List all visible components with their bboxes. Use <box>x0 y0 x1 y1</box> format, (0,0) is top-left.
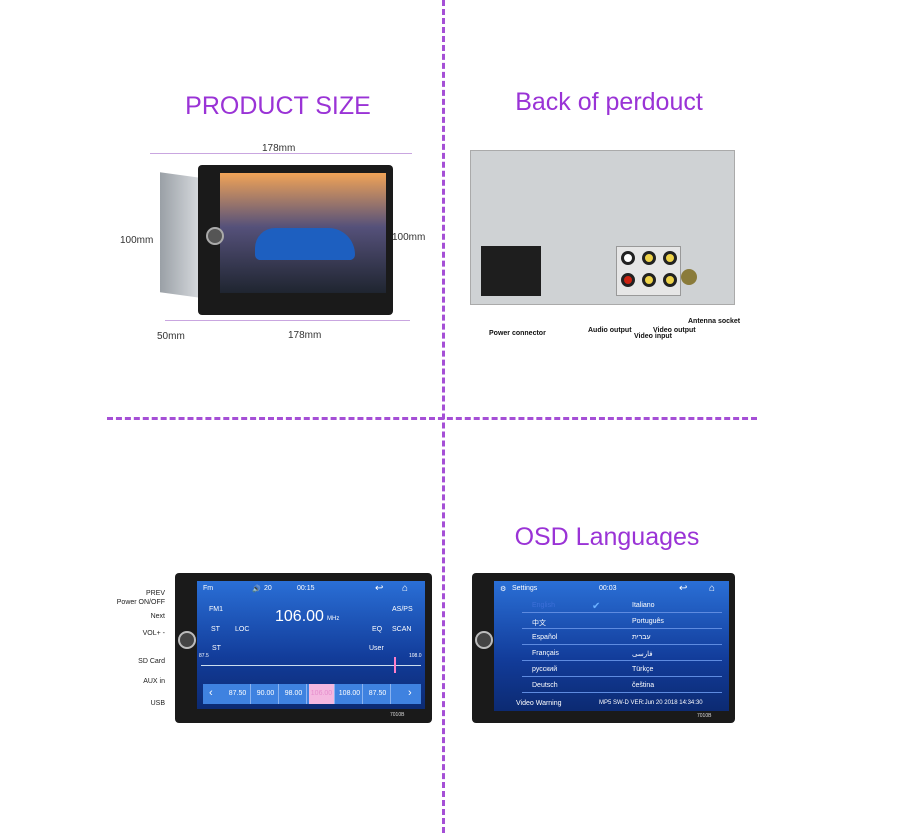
label-aux-in: AUX in <box>143 678 165 685</box>
model-label: 7010B <box>697 713 712 719</box>
vertical-divider <box>442 0 445 833</box>
label-power: Power ON/OFF <box>116 599 165 606</box>
dimension-bottom-width: 178mm <box>288 330 322 341</box>
language-option[interactable]: فارسی <box>632 651 653 658</box>
language-row: Deutsch čeština <box>522 679 722 693</box>
loc-button[interactable]: LOC <box>235 626 250 633</box>
dimension-left-height: 100mm <box>120 235 154 246</box>
home-icon[interactable]: ⌂ <box>402 583 409 594</box>
rca-jacks <box>616 246 681 296</box>
antenna-socket <box>681 269 697 285</box>
volume-icon[interactable]: 🔊 <box>252 586 261 593</box>
frequency-unit: MHz <box>327 616 340 622</box>
preset-button[interactable]: 87.50 <box>365 684 391 704</box>
volume-knob <box>206 227 224 245</box>
clock: 00:15 <box>297 585 315 592</box>
car-image <box>255 228 355 260</box>
callout-video-input: Video input <box>634 333 672 340</box>
callout-power: Power connector <box>489 330 546 337</box>
volume-knob[interactable] <box>475 631 493 649</box>
head-unit-front <box>198 165 393 315</box>
scale-max: 108.0 <box>409 653 422 659</box>
osd-title: OSD Languages <box>514 523 700 551</box>
label-prev: PREV <box>145 590 165 597</box>
frequency-display: 106.00 <box>275 608 324 625</box>
home-icon[interactable]: ⌂ <box>709 583 716 594</box>
band-button[interactable]: FM1 <box>209 606 223 613</box>
version-info: MP5 SW-D VER:Jun 20 2018 14:34:30 <box>599 700 703 706</box>
language-row: Español עברית <box>522 631 722 645</box>
preset-button[interactable]: 87.50 <box>225 684 251 704</box>
clock: 00:03 <box>599 585 617 592</box>
callout-video-output: Video output <box>653 327 696 334</box>
dimension-depth: 50mm <box>157 331 185 342</box>
radio-screen: Fm 🔊 20 00:15 ↩ ⌂ FM1 ST LOC 106.00 MHz … <box>197 581 425 709</box>
language-option[interactable]: English <box>532 602 555 609</box>
language-option[interactable]: Português <box>632 618 664 625</box>
callout-audio-output: Audio output <box>588 327 632 334</box>
language-option[interactable]: עברית <box>632 634 651 641</box>
eq-button[interactable]: EQ <box>372 626 383 633</box>
back-icon[interactable]: ↩ <box>679 583 688 594</box>
display-screen <box>220 173 386 293</box>
settings-icon: ⚙ <box>500 586 507 593</box>
osd-unit: ⚙ Settings 00:03 ↩ ⌂ ✔ English Italiano 中文… <box>472 573 735 723</box>
dimension-top-width: 178mm <box>262 143 296 154</box>
language-option[interactable]: Deutsch <box>532 682 558 689</box>
preset-button[interactable]: 106.00 <box>309 684 335 704</box>
language-option[interactable]: 中文 <box>532 620 546 627</box>
preset-button[interactable]: 108.00 <box>337 684 363 704</box>
check-icon: ✔ <box>592 601 601 612</box>
callout-antenna: Antenna socket <box>688 318 741 325</box>
dimension-line-bottom <box>165 320 410 321</box>
back-icon[interactable]: ↩ <box>375 583 384 594</box>
tuning-scale[interactable] <box>201 665 421 666</box>
tuning-marker[interactable] <box>394 657 396 673</box>
scale-st: ST <box>212 645 221 652</box>
label-next: Next <box>150 613 165 620</box>
radio-unit: Fm 🔊 20 00:15 ↩ ⌂ FM1 ST LOC 106.00 MHz … <box>175 573 432 723</box>
language-row: русский Türkçe <box>522 663 722 677</box>
preset-button[interactable]: 98.00 <box>281 684 307 704</box>
label-usb: USB <box>150 700 165 707</box>
horizontal-divider <box>107 417 757 420</box>
scan-button[interactable]: SCAN <box>392 626 412 633</box>
video-warning[interactable]: Video Warning <box>516 700 562 707</box>
volume-value: 20 <box>264 585 272 592</box>
language-option[interactable]: Türkçe <box>632 666 654 673</box>
back-panel <box>470 150 735 305</box>
st-button[interactable]: ST <box>211 626 220 633</box>
language-row: 中文 Português <box>522 615 722 629</box>
back-title: Back of perdouct <box>515 88 703 116</box>
model-label: 7010B <box>390 712 405 718</box>
prev-preset-icon[interactable]: ‹ <box>209 687 213 699</box>
dimension-line-top <box>150 153 412 154</box>
source-label: Fm <box>203 585 214 592</box>
language-option[interactable]: Italiano <box>632 602 655 609</box>
language-option[interactable]: Français <box>532 650 559 657</box>
preset-button[interactable]: 90.00 <box>253 684 279 704</box>
language-row: Français فارسی <box>522 647 722 661</box>
power-connector <box>481 246 541 296</box>
scale-user: User <box>369 645 384 652</box>
settings-title: Settings <box>512 585 538 592</box>
label-volume: VOL+ - <box>142 630 165 637</box>
product-size-title: PRODUCT SIZE <box>185 92 371 120</box>
next-preset-icon[interactable]: › <box>408 687 412 699</box>
asps-button[interactable]: AS/PS <box>392 606 413 613</box>
scale-min: 87.5 <box>199 653 209 659</box>
label-sd-card: SD Card <box>138 658 165 665</box>
volume-knob[interactable] <box>178 631 196 649</box>
language-option[interactable]: Español <box>532 634 558 641</box>
language-option[interactable]: русский <box>532 666 558 673</box>
language-row: English Italiano <box>522 599 722 613</box>
chassis-side <box>160 172 200 298</box>
osd-screen: ⚙ Settings 00:03 ↩ ⌂ ✔ English Italiano 中文… <box>494 581 729 711</box>
language-option[interactable]: čeština <box>632 682 655 689</box>
dimension-right-height: 100mm <box>392 232 426 243</box>
